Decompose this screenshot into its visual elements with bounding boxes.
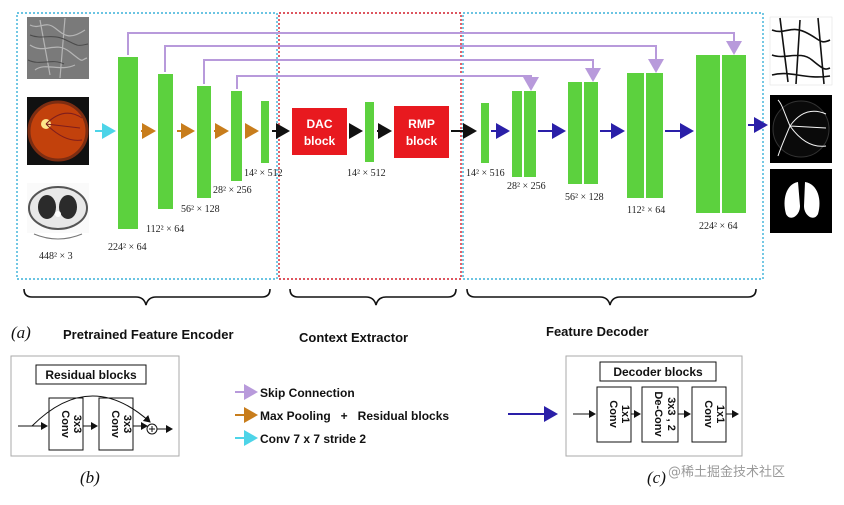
decoder-feature-map-3a — [568, 82, 582, 184]
label-decoder-1-size: 14² × 516 — [466, 168, 505, 179]
section-title-context: Context Extractor — [299, 330, 408, 345]
label-decoder-2-size: 28² × 256 — [507, 181, 546, 192]
decoder-feature-map-5b — [722, 55, 746, 213]
encoder-feature-map-2 — [158, 74, 173, 209]
section-title-decoder: Feature Decoder — [546, 324, 649, 339]
encoder-feature-map-3 — [197, 86, 211, 198]
svg-text:block: block — [406, 134, 438, 148]
section-title-encoder: Pretrained Feature Encoder — [63, 327, 234, 342]
dac-block: DAC block — [292, 108, 347, 155]
decoder-feature-map-3b — [584, 82, 598, 184]
decoder-feature-map-4a — [627, 73, 644, 198]
label-decoder-4-size: 112² × 64 — [627, 205, 665, 216]
skip-connections — [127, 32, 742, 91]
panel-label-a: (a) — [11, 323, 31, 342]
svg-text:Conv: Conv — [607, 400, 619, 428]
encoder-frame — [16, 12, 278, 280]
panel-label-c: (c) — [647, 468, 666, 487]
legend-skip-connection: Skip Connection — [260, 386, 355, 400]
decoder-feature-map-5a — [696, 55, 720, 213]
watermark: @稀土掘金技术社区 — [668, 465, 786, 480]
svg-text:RMP: RMP — [408, 117, 435, 131]
section-braces — [23, 288, 757, 306]
decoder-blocks-panel: Decoder blocks Conv 1x1 De-Conv 3x3 , 2 … — [565, 355, 743, 457]
legend-conv-7x7: Conv 7 x 7 stride 2 — [260, 432, 366, 446]
panel-label-b: (b) — [80, 468, 100, 487]
legend: Skip Connection Max Pooling + Residual b… — [235, 384, 449, 446]
svg-text:3x3 , 2: 3x3 , 2 — [665, 397, 677, 431]
svg-text:1x1: 1x1 — [619, 405, 631, 423]
label-encoder-4-size: 28² × 256 — [213, 185, 252, 196]
svg-text:3x3: 3x3 — [71, 415, 83, 433]
rmp-block: RMP block — [394, 106, 449, 158]
svg-text:Conv: Conv — [702, 400, 714, 428]
svg-text:De-Conv: De-Conv — [652, 391, 664, 437]
label-encoder-2-size: 112² × 64 — [146, 224, 184, 235]
legend-max-pooling: Max Pooling + Residual blocks — [260, 409, 449, 423]
label-decoder-3-size: 56² × 128 — [565, 192, 604, 203]
decoder-feature-map-4b — [646, 73, 663, 198]
output-vessel-segmentation-map — [769, 16, 833, 86]
label-input-size: 448² × 3 — [39, 251, 73, 262]
svg-text:Residual blocks: Residual blocks — [45, 368, 137, 382]
decoder-feature-map-1 — [481, 103, 489, 163]
svg-text:Decoder blocks: Decoder blocks — [613, 365, 703, 379]
svg-text:Conv: Conv — [109, 410, 121, 438]
svg-text:1x1: 1x1 — [714, 405, 726, 423]
svg-text:3x3: 3x3 — [121, 415, 133, 433]
encoder-feature-map-1 — [118, 57, 138, 229]
svg-text:DAC: DAC — [307, 117, 333, 131]
decoder-frame — [462, 12, 764, 280]
svg-text:block: block — [304, 134, 336, 148]
decoder-feature-map-2a — [512, 91, 522, 177]
output-lung-mask — [770, 169, 832, 233]
label-decoder-5-size: 224² × 64 — [699, 221, 738, 232]
decoder-arrows — [491, 117, 768, 139]
encoder-feature-map-5 — [261, 101, 269, 163]
input-photo-retinal-vessel-texture — [27, 17, 89, 79]
encoder-feature-map-4 — [231, 91, 242, 181]
svg-text:Conv: Conv — [59, 410, 71, 438]
context-feature-map — [365, 102, 374, 162]
output-retinal-vessel-map — [770, 95, 832, 163]
label-encoder-1-size: 224² × 64 — [108, 242, 147, 253]
input-photo-fundus — [27, 97, 89, 165]
residual-blocks-panel: Residual blocks Conv 3x3 Conv 3x3 — [10, 355, 180, 457]
decoder-feature-map-2b — [524, 91, 536, 177]
label-encoder-3-size: 56² × 128 — [181, 204, 220, 215]
label-encoder-5-size: 14² × 512 — [244, 168, 283, 179]
label-context-size: 14² × 512 — [347, 168, 386, 179]
input-photo-chest-ct — [27, 183, 89, 240]
